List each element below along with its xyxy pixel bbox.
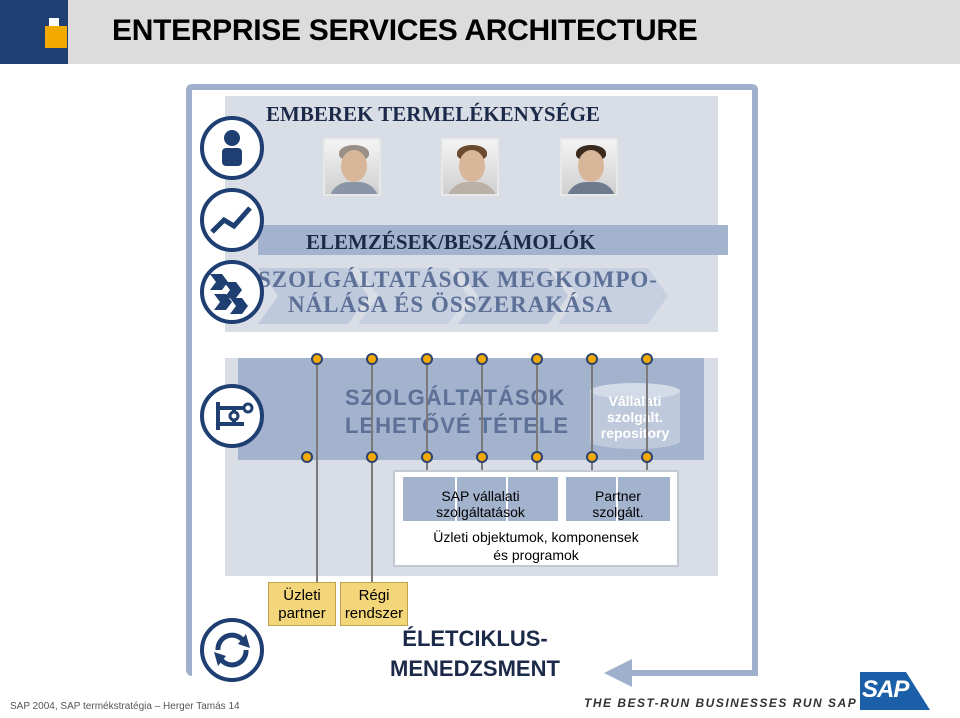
connector-dot [586,451,598,463]
composition-chevrons [258,268,668,324]
connector-dot [421,353,433,365]
divider [455,477,457,521]
connector-dot [366,451,378,463]
analysis-label: ELEMZÉSEK/BESZÁMOLÓK [306,230,596,254]
person-photo-1 [323,138,381,196]
legacy-system-tag: Régi rendszer [340,582,408,626]
sap-logo-text: SAP [862,676,909,703]
connector-dot [641,353,653,365]
tagline: THE BEST-RUN BUSINESSES RUN SAP [584,696,858,710]
sap-services-label: SAP vállalati szolgáltatások [436,488,525,520]
person-icon [200,116,264,180]
repository-label: Vállalati szolgált. repository [600,393,670,441]
lifecycle-frame-bottom [632,670,758,676]
divider [506,477,508,521]
network-icon [200,384,264,448]
divider [616,477,618,521]
partner-services-label: Partner szolgált. [592,488,644,520]
person-photo-2 [441,138,499,196]
connector-line [481,360,483,470]
connector-line [426,360,428,470]
connector-line [536,360,538,470]
composition-label-line1: SZOLGÁLTATÁSOK MEGKOMPO- [258,267,658,292]
connector-dot [311,353,323,365]
lifecycle-arrow-icon [604,659,632,687]
slide-title: ENTERPRISE SERVICES ARCHITECTURE [112,14,698,47]
partner-services-block [566,477,670,521]
connector-line [316,360,318,582]
brand-square-white [49,18,59,28]
arrows-icon [200,260,264,324]
business-objects-label: Üzleti objektumok, komponensek és progra… [433,529,639,563]
person-photo-3 [560,138,618,196]
cycle-icon [200,618,264,682]
enablement-label-line1: SZOLGÁLTATÁSOK [345,385,566,410]
connector-line [371,360,373,582]
connector-dot [531,451,543,463]
connector-line [591,360,593,470]
lifecycle-frame [186,84,758,676]
title-bar [0,0,960,64]
connector-line [646,360,648,470]
enablement-label-line2: LEHETŐVÉ TÉTELE [345,413,570,438]
connector-dot [366,353,378,365]
business-partner-tag: Üzleti partner [268,582,336,626]
people-productivity-label: EMBEREK TERMELÉKENYSÉGE [266,102,600,126]
connector-dot [301,451,313,463]
chart-icon [200,188,264,252]
sap-services-block [403,477,558,521]
connector-dot [586,353,598,365]
connector-dot [641,451,653,463]
connector-dot [476,353,488,365]
connector-dot [476,451,488,463]
connector-dot [531,353,543,365]
lifecycle-label: ÉLETCIKLUS- MENEDZSMENT [390,626,560,681]
analysis-band [258,225,728,255]
brand-square-gold [45,26,67,48]
sap-logo-cut [906,672,930,710]
repository-cylinder: Vállalati szolgált. repository [590,383,680,449]
composition-label-line2: NÁLÁSA ÉS ÖSSZERAKÁSA [288,292,614,317]
connector-dot [421,451,433,463]
copyright-footer: SAP 2004, SAP termékstratégia – Herger T… [10,701,240,712]
